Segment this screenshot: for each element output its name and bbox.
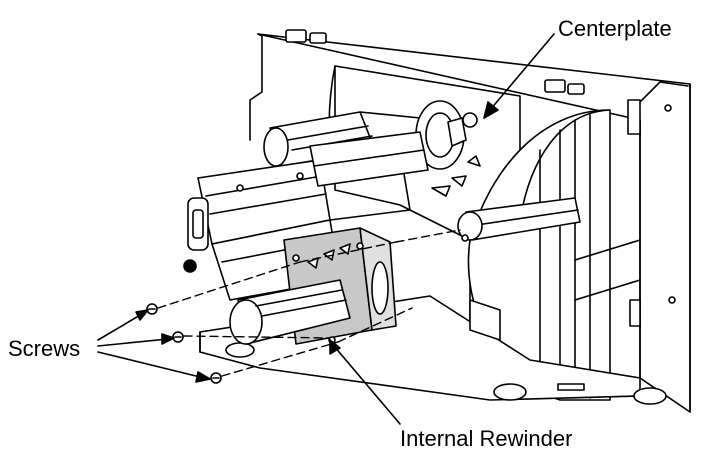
label-centerplate: Centerplate (558, 16, 672, 41)
platen-roller (309, 131, 429, 187)
alignment-lines (157, 229, 461, 377)
screw-icon (210, 372, 222, 384)
screw-icon (172, 331, 184, 343)
screw-icon (146, 303, 158, 315)
label-internal-rewinder: Internal Rewinder (400, 426, 573, 451)
label-screws: Screws (8, 336, 81, 361)
leader-lines (97, 33, 555, 425)
internal-rewinder (229, 227, 397, 345)
printer-housing (249, 29, 691, 413)
supply-spindle (457, 109, 641, 401)
